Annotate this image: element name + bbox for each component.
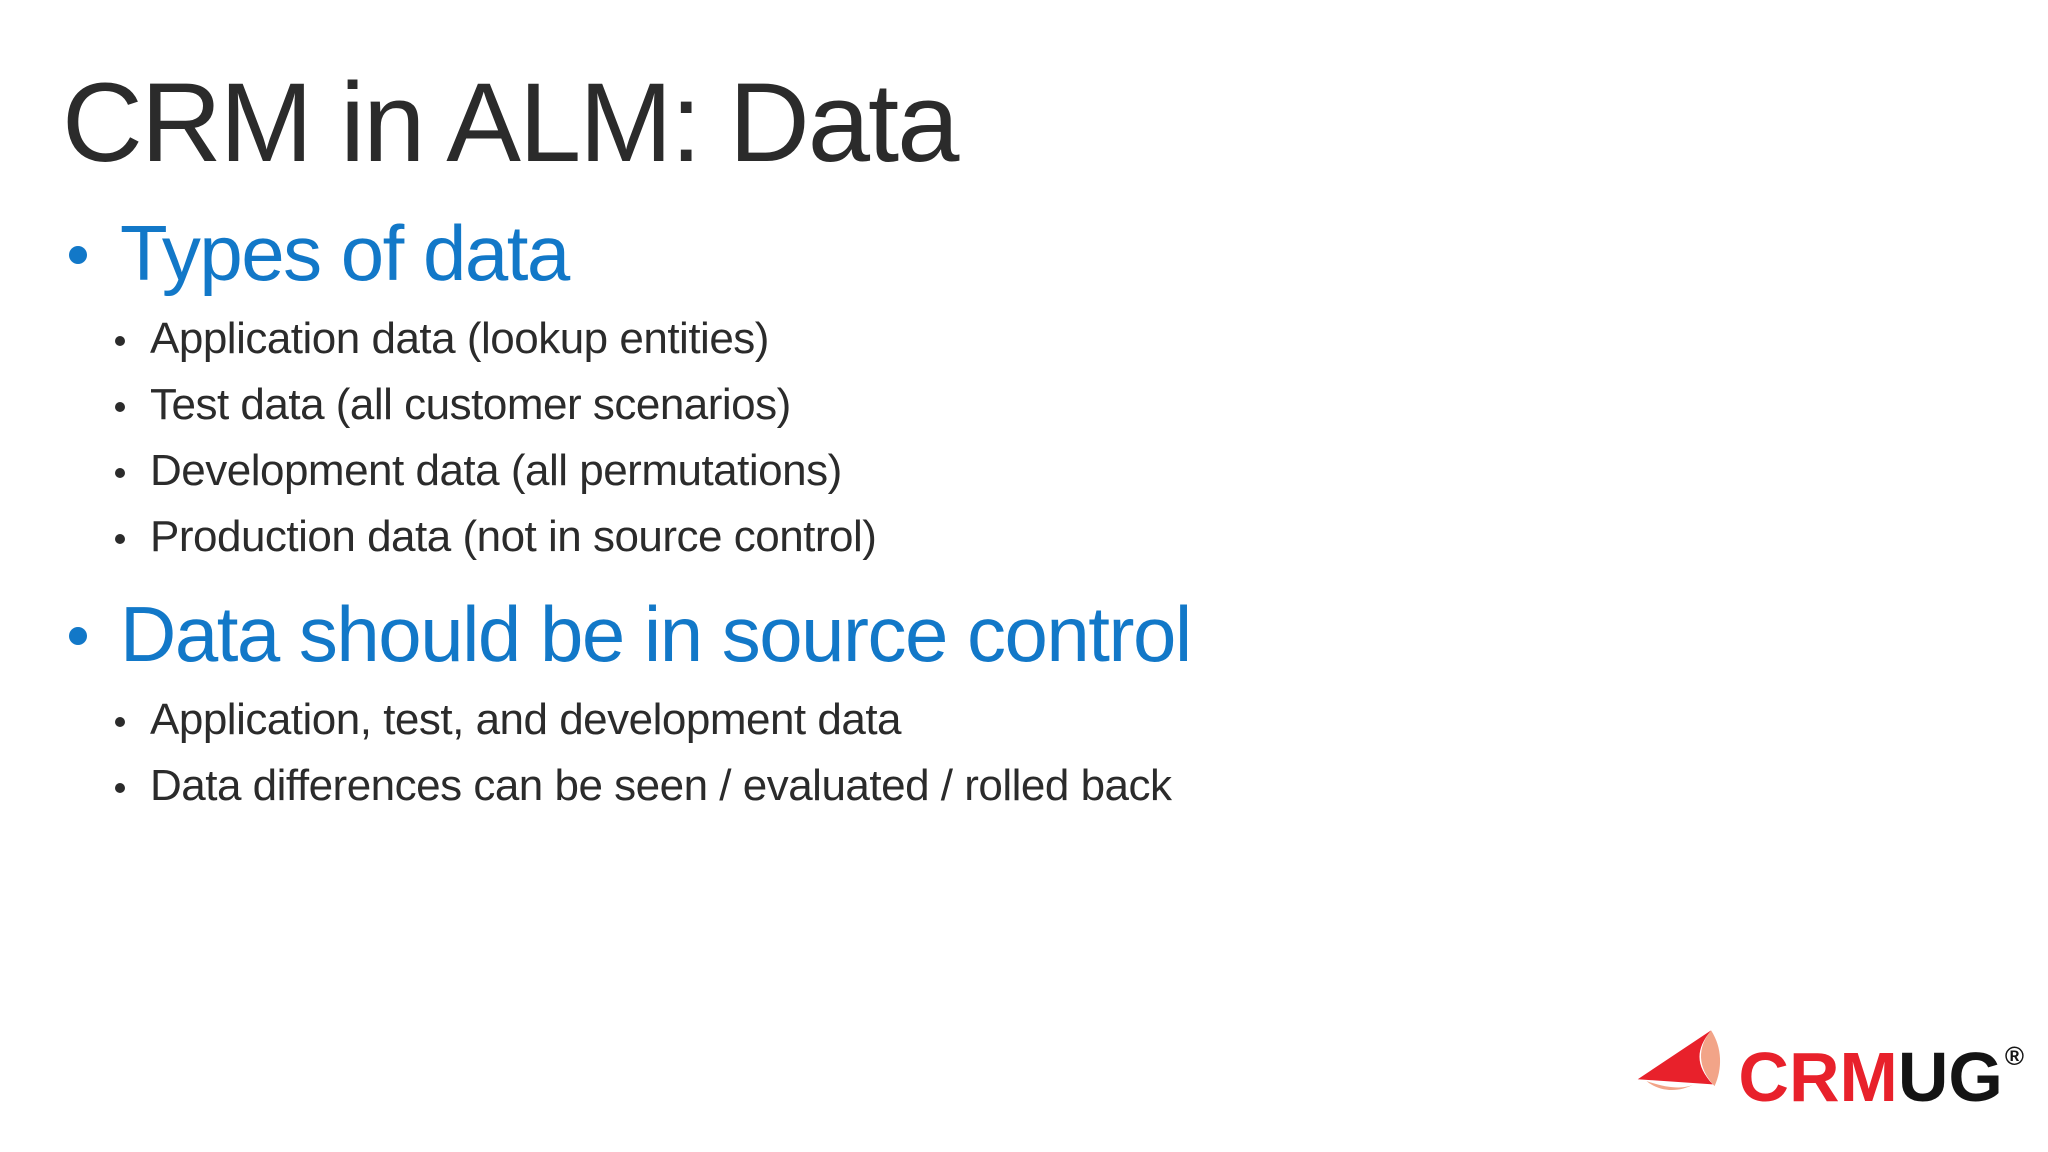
list-item-label: Data differences can be seen / evaluated… bbox=[150, 761, 1172, 810]
bullet-icon bbox=[115, 533, 125, 544]
bullet-icon bbox=[115, 716, 125, 727]
sub-bullet-list: Application data (lookup entities) Test … bbox=[0, 306, 2048, 570]
list-item: Application data (lookup entities) bbox=[0, 306, 2048, 372]
registered-trademark-symbol: ® bbox=[2004, 1041, 2024, 1071]
crmug-logo: CRMUG® bbox=[1636, 1023, 2024, 1112]
list-item: Test data (all customer scenarios) bbox=[0, 372, 2048, 438]
bullet-icon bbox=[69, 627, 87, 645]
bullet-icon bbox=[115, 335, 125, 346]
bullet-heading-types-of-data: Types of data bbox=[0, 205, 2048, 301]
crmug-logo-text: CRMUG® bbox=[1738, 1023, 2024, 1112]
logo-crm-text: CRM bbox=[1738, 1038, 1898, 1116]
bullet-icon bbox=[115, 782, 125, 793]
sub-bullet-list: Application, test, and development data … bbox=[0, 687, 2048, 819]
bullet-icon bbox=[115, 401, 125, 412]
section-heading: Types of data bbox=[120, 209, 570, 297]
list-item-label: Development data (all permutations) bbox=[150, 446, 842, 495]
list-item-label: Application, test, and development data bbox=[150, 695, 902, 744]
list-item: Development data (all permutations) bbox=[0, 438, 2048, 504]
list-item: Production data (not in source control) bbox=[0, 504, 2048, 570]
list-item-label: Application data (lookup entities) bbox=[150, 314, 769, 363]
list-item: Data differences can be seen / evaluated… bbox=[0, 753, 2048, 819]
slide-title: CRM in ALM: Data bbox=[62, 60, 959, 185]
crmug-arrow-icon bbox=[1638, 1030, 1721, 1091]
bullet-icon bbox=[115, 467, 125, 478]
bullet-icon bbox=[69, 246, 87, 264]
list-item-label: Production data (not in source control) bbox=[150, 512, 877, 561]
bullet-heading-source-control: Data should be in source control bbox=[0, 586, 2048, 682]
section-heading: Data should be in source control bbox=[120, 590, 1192, 678]
list-item-label: Test data (all customer scenarios) bbox=[150, 380, 791, 429]
list-item: Application, test, and development data bbox=[0, 687, 2048, 753]
logo-ug-text: UG bbox=[1897, 1038, 2003, 1116]
